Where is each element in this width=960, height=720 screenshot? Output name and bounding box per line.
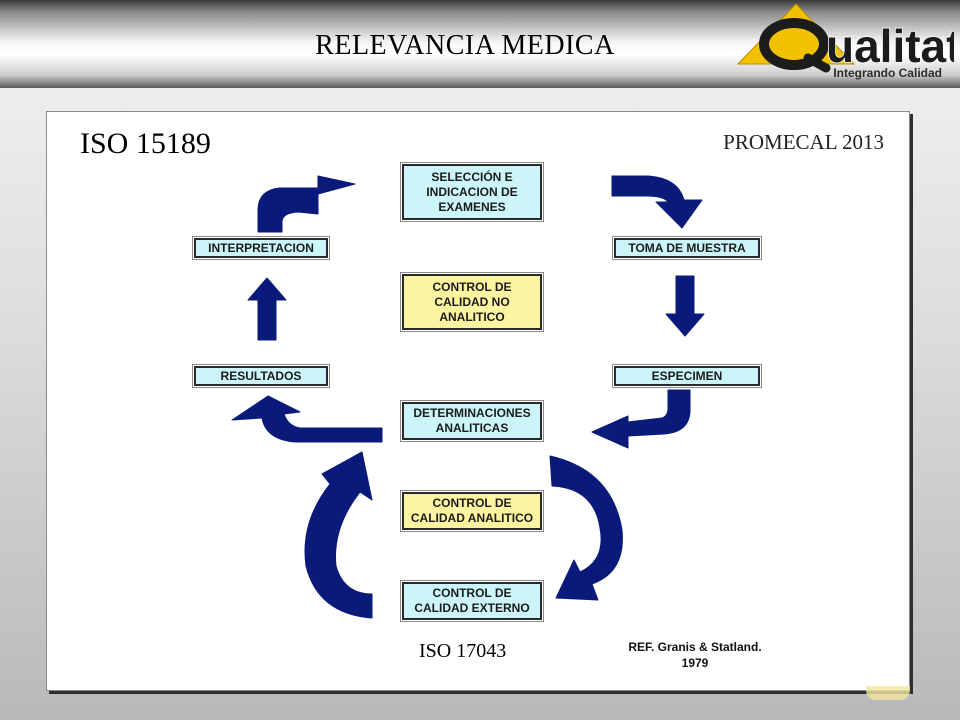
- logo-wordmark: ualitat: [826, 20, 954, 72]
- box-control-no-analitico: CONTROL DE CALIDAD NO ANALITICO: [400, 272, 544, 332]
- arrow-especimen-to-determinaciones: [591, 389, 691, 449]
- arrow-resultados-to-interpretacion: [247, 277, 287, 341]
- arrow-interpretacion-to-seleccion: [257, 175, 356, 233]
- box-interpretacion: INTERPRETACION: [192, 236, 330, 260]
- label-iso-17043: ISO 17043: [419, 640, 507, 662]
- arrow-externo-to-determinaciones: [304, 451, 373, 619]
- reference-citation: REF. Granis & Statland. 1979: [628, 640, 762, 670]
- arrow-determinaciones-to-externo: [549, 455, 623, 601]
- arrow-seleccion-to-toma: [611, 175, 703, 229]
- label-iso-15189: ISO 15189: [80, 127, 211, 160]
- title-bar: RELEVANCIA MEDICA ualitat Integrando Cal…: [0, 0, 960, 88]
- box-determinaciones: DETERMINACIONES ANALITICAS: [400, 400, 544, 442]
- box-resultados: RESULTADOS: [192, 364, 330, 388]
- box-toma-de-muestra: TOMA DE MUESTRA: [612, 236, 762, 260]
- box-especimen: ESPECIMEN: [612, 364, 762, 388]
- corner-mark: [866, 686, 910, 700]
- arrow-toma-to-especimen: [665, 275, 705, 337]
- label-promecal: PROMECAL 2013: [723, 130, 884, 154]
- box-seleccion: SELECCIÓN E INDICACION DE EXAMENES: [400, 162, 544, 222]
- slide-title: RELEVANCIA MEDICA: [315, 30, 615, 61]
- logo-tagline: Integrando Calidad: [833, 66, 942, 80]
- box-control-analitico: CONTROL DE CALIDAD ANALITICO: [400, 490, 544, 532]
- arrow-determinaciones-to-resultados: [231, 395, 383, 443]
- qualitat-logo: ualitat: [736, 3, 954, 73]
- box-control-externo: CONTROL DE CALIDAD EXTERNO: [400, 580, 544, 622]
